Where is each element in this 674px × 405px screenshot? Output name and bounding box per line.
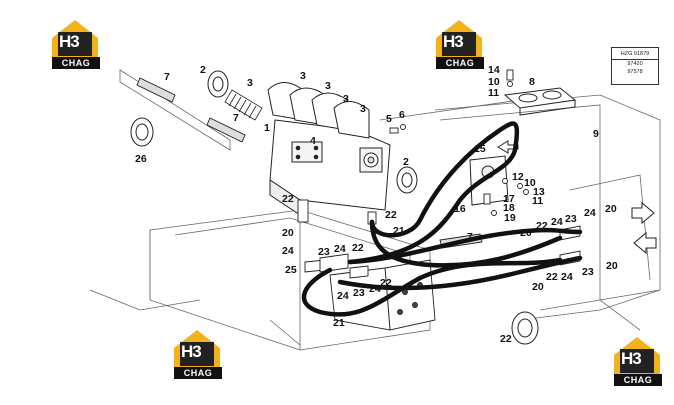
callout-label: 8 [529, 76, 535, 88]
hose-lower-21 [301, 257, 563, 317]
corrugated-hose [224, 89, 263, 121]
callout-label: 19 [504, 212, 516, 224]
logo-mark: H3 [181, 342, 202, 361]
hose-main-upper [369, 219, 563, 268]
callout-label: 23 [565, 213, 577, 225]
brand-logo: H3 CHAG [168, 328, 226, 380]
callout-label: 22 [546, 271, 558, 283]
callout-label: 11 [488, 87, 499, 99]
callout-label: 13 [533, 186, 545, 198]
callout-label: 7 [467, 231, 473, 243]
callout-label: 20 [606, 260, 618, 272]
callout-label: 20 [282, 227, 294, 239]
brand-logo: H3 CHAG [608, 335, 666, 387]
pump-body [269, 119, 391, 216]
callout-label: 5 [386, 113, 392, 125]
flow-arrows [631, 201, 657, 255]
callout-label: 7 [233, 112, 239, 124]
callout-label: 17 [503, 193, 515, 205]
callout-label: 24 [337, 290, 349, 302]
callout-label: 24 [561, 271, 573, 283]
callout-label: 14 [488, 64, 500, 76]
callout-label: 22 [385, 209, 397, 221]
callout-label: 6 [399, 109, 405, 121]
logo-house-icon [614, 337, 660, 375]
logo-house-icon [436, 20, 482, 58]
callout-label: 23 [353, 287, 365, 299]
arrow-in-icon [633, 231, 657, 255]
logo-tag: CHAG [52, 57, 100, 69]
callout-label: 25 [285, 264, 297, 276]
callout-label: 21 [333, 317, 345, 329]
callout-label: 21 [393, 225, 405, 237]
grommets [130, 70, 539, 345]
hose-lower-20 [337, 255, 583, 291]
brand-logo: H3 CHAG [430, 18, 488, 70]
callout-label: 1 [264, 122, 270, 134]
hydraulic-hoses [301, 121, 583, 317]
callout-label: 7 [164, 71, 170, 83]
hose-upper-right [347, 227, 583, 265]
callout-label: 10 [524, 177, 536, 189]
callout-label: 24 [584, 207, 596, 219]
callout-label: 3 [300, 70, 306, 82]
callout-label: 3 [343, 93, 349, 105]
arrow-out-icon [631, 201, 655, 225]
logo-house-icon [174, 330, 220, 368]
callout-label: 22 [500, 333, 512, 345]
reference-number-box: HZG 91879 97420 97578 [611, 47, 659, 85]
logo-tag: CHAG [436, 57, 484, 69]
callout-label: 23 [582, 266, 594, 278]
elbow-hoses [267, 82, 370, 139]
reference-line-1: HZG 91879 [612, 48, 658, 60]
logo-mark: H3 [443, 32, 464, 51]
callout-label: 26 [135, 153, 147, 165]
callout-label: 22 [380, 277, 392, 289]
logo-tag: CHAG [174, 367, 222, 379]
callout-label: 24 [282, 245, 294, 257]
logo-mark: H3 [59, 32, 80, 51]
callout-label: 20 [520, 227, 532, 239]
callout-label: 16 [454, 203, 466, 215]
reference-line-3: 97578 [627, 69, 643, 75]
callout-label: 24 [334, 243, 346, 255]
callout-label: 10 [488, 76, 500, 88]
logo-tag: CHAG [614, 374, 662, 386]
callout-label: 18 [503, 202, 515, 214]
hose-loop-21 [347, 121, 520, 265]
callout-label: 12 [512, 171, 524, 183]
brand-logo: H3 CHAG [46, 18, 104, 70]
callout-label: 22 [282, 193, 294, 205]
logo-house-icon [52, 20, 98, 58]
callout-label: 20 [605, 203, 617, 215]
callout-label: 22 [536, 220, 548, 232]
reference-line-2: 97420 [627, 61, 643, 67]
callout-label: 23 [318, 246, 330, 258]
callout-label: 9 [593, 128, 599, 140]
callout-label: 20 [532, 281, 544, 293]
callout-label: 2 [403, 156, 409, 168]
callout-label: 2 [200, 64, 206, 76]
callout-label: 24 [551, 216, 563, 228]
callout-label: 11 [532, 195, 543, 207]
callout-label: 3 [247, 77, 253, 89]
tank-cover [503, 87, 577, 116]
callout-label: 24 [369, 283, 381, 295]
callout-label: 15 [474, 143, 486, 155]
callout-label: 22 [352, 242, 364, 254]
callout-label: 4 [310, 135, 316, 147]
callout-label: 3 [325, 80, 331, 92]
callout-labels: 7 2 3 3 3 3 3 7 1 4 5 6 26 2 14 10 11 8 … [135, 64, 618, 345]
logo-mark: H3 [621, 349, 642, 368]
callout-label: 3 [360, 103, 366, 115]
